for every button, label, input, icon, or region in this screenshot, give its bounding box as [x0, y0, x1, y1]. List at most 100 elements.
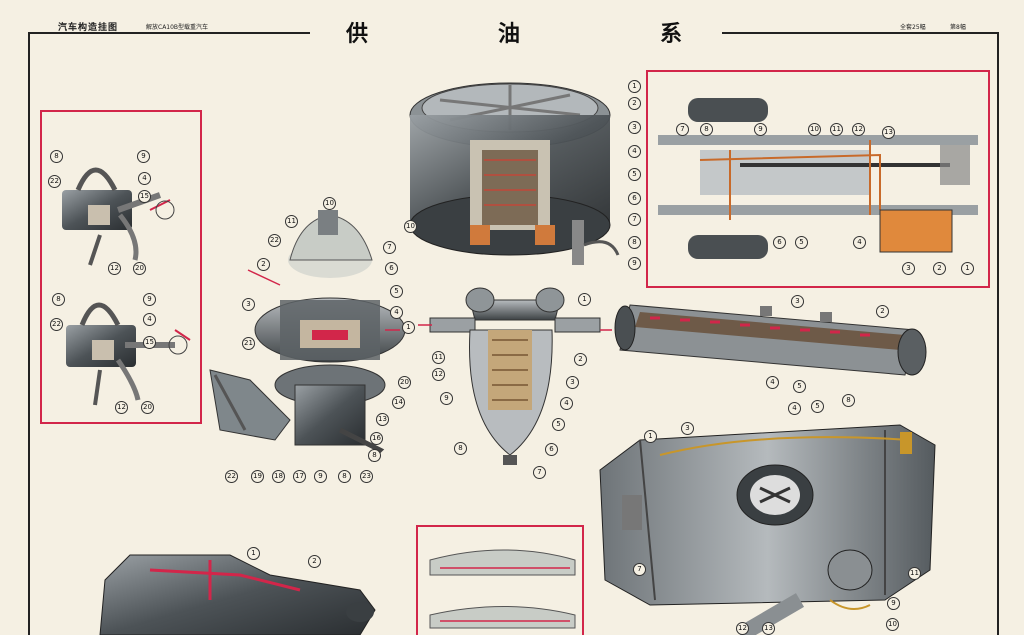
callout: 9 [628, 257, 641, 270]
page-title: 供 油 系 [0, 16, 1024, 47]
callout: 23 [360, 470, 373, 483]
vehicle-model: 解放CA10B型载重汽车 [146, 24, 209, 31]
title-char-2: 油 [498, 21, 521, 47]
callout: 18 [272, 470, 285, 483]
valve-diagram [429, 549, 576, 629]
series-title: 汽车构造挂图 [58, 23, 119, 33]
callout: 20 [141, 401, 154, 414]
callout: 6 [385, 262, 398, 275]
callout: 8 [50, 150, 63, 163]
callout: 12 [108, 262, 121, 275]
callout: 13 [762, 622, 775, 635]
callout: 3 [681, 422, 694, 435]
callout: 22 [268, 234, 281, 247]
callout: 11 [285, 215, 298, 228]
set-info: 全套25幅 [900, 24, 926, 31]
callout: 22 [225, 470, 238, 483]
callout: 4 [138, 172, 151, 185]
callout: 12 [432, 368, 445, 381]
callout: 8 [700, 123, 713, 136]
callout: 9 [887, 597, 900, 610]
sheet-number: 第8幅 [950, 24, 966, 31]
callout: 5 [793, 380, 806, 393]
callout: 1 [644, 430, 657, 443]
callout: 4 [628, 145, 641, 158]
callout: 9 [314, 470, 327, 483]
callout: 6 [628, 192, 641, 205]
callout: 7 [533, 466, 546, 479]
callout: 7 [628, 213, 641, 226]
callout: 8 [52, 293, 65, 306]
callout: 9 [754, 123, 767, 136]
callout: 17 [293, 470, 306, 483]
callout: 4 [143, 313, 156, 326]
title-char-3: 系 [660, 21, 683, 47]
callout: 10 [323, 197, 336, 210]
callout: 5 [552, 418, 565, 431]
callout: 4 [560, 397, 573, 410]
callout: 4 [853, 236, 866, 249]
callout: 2 [876, 305, 889, 318]
callout: 6 [773, 236, 786, 249]
fuel-filter [418, 287, 612, 465]
callout: 13 [882, 126, 895, 139]
callout: 22 [50, 318, 63, 331]
callout: 11 [830, 123, 843, 136]
callout: 1 [628, 80, 641, 93]
callout: 3 [902, 262, 915, 275]
callout: 15 [138, 190, 151, 203]
callout: 4 [390, 306, 403, 319]
callout: 2 [257, 258, 270, 271]
callout: 11 [908, 567, 921, 580]
callout: 2 [308, 555, 321, 568]
callout: 12 [115, 401, 128, 414]
chassis-layout-panel [646, 70, 990, 288]
callout: 1 [402, 321, 415, 334]
callout: 4 [788, 402, 801, 415]
callout: 8 [628, 236, 641, 249]
callout: 2 [933, 262, 946, 275]
left-border [28, 32, 30, 635]
muffler [614, 304, 927, 376]
pump-section-bottom [66, 302, 191, 406]
callout: 3 [628, 121, 641, 134]
callout: 11 [432, 351, 445, 364]
callout: 4 [766, 376, 779, 389]
callout: 9 [440, 392, 453, 405]
callout: 9 [143, 293, 156, 306]
right-border [997, 32, 999, 635]
callout: 12 [736, 622, 749, 635]
callout: 10 [808, 123, 821, 136]
callout: 1 [961, 262, 974, 275]
top-rule-right [722, 32, 999, 34]
callout: 20 [133, 262, 146, 275]
callout: 8 [454, 442, 467, 455]
callout: 9 [137, 150, 150, 163]
callout: 7 [676, 123, 689, 136]
callout: 5 [811, 400, 824, 413]
callout: 15 [143, 336, 156, 349]
intake-manifold [99, 554, 376, 635]
callout: 13 [376, 413, 389, 426]
callout: 7 [383, 241, 396, 254]
callout: 3 [242, 298, 255, 311]
callout: 5 [628, 168, 641, 181]
callout: 2 [574, 353, 587, 366]
chassis-plan [658, 98, 978, 259]
title-char-1: 供 [346, 21, 369, 47]
fuel-tank [599, 424, 936, 635]
callout: 14 [392, 396, 405, 409]
callout: 12 [852, 123, 865, 136]
callout: 1 [247, 547, 260, 560]
pump-section-top [62, 167, 175, 266]
callout: 5 [795, 236, 808, 249]
callout: 10 [404, 220, 417, 233]
callout: 21 [242, 337, 255, 350]
callout: 16 [370, 432, 383, 445]
callout: 8 [842, 394, 855, 407]
callout: 1 [578, 293, 591, 306]
pump-diagram-panel [40, 110, 202, 424]
callout: 22 [48, 175, 61, 188]
